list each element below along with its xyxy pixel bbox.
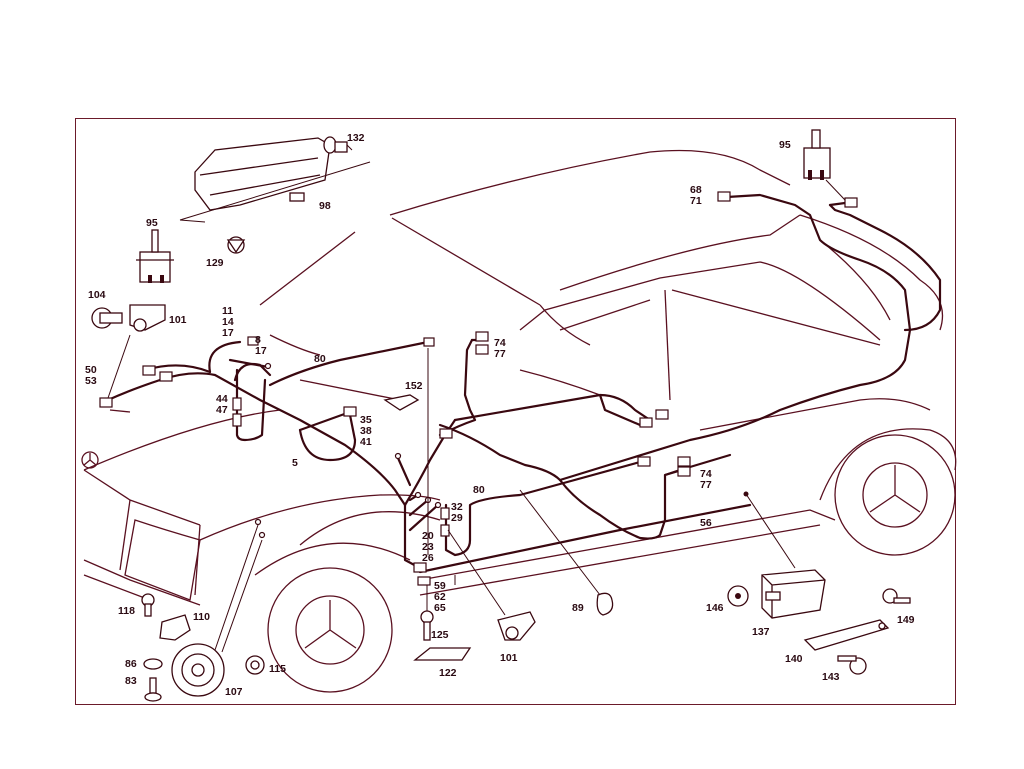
label-38: 38: [360, 425, 372, 437]
label-44: 44: [216, 393, 228, 405]
label-140: 140: [785, 653, 803, 665]
bolt-143: [837, 655, 867, 675]
screw-83: [144, 677, 162, 702]
label-53: 53: [85, 375, 97, 387]
label-146: 146: [706, 602, 724, 614]
label-26: 26: [422, 552, 434, 564]
label-95-left: 95: [146, 217, 158, 229]
components: [91, 129, 911, 702]
label-107: 107: [225, 686, 243, 698]
label-71: 71: [690, 195, 702, 207]
connector-104: [91, 307, 123, 329]
label-95-right: 95: [779, 139, 791, 151]
label-32: 32: [451, 501, 463, 513]
bolt-125: [420, 600, 434, 641]
bracket-122: [413, 647, 472, 661]
label-29: 29: [451, 512, 463, 524]
label-80-mid: 80: [473, 484, 485, 496]
switch-95-left: [136, 229, 174, 283]
label-41: 41: [360, 436, 372, 448]
label-115: 115: [269, 663, 286, 675]
control-module-98: [179, 137, 371, 223]
label-14: 14: [222, 316, 234, 328]
label-8: 8: [255, 334, 261, 346]
bulb-132: [323, 136, 353, 154]
label-86: 86: [125, 658, 137, 670]
screw-118: [141, 593, 155, 617]
module-137: [745, 493, 826, 619]
label-132: 132: [347, 132, 365, 144]
bracket-101-left: [129, 304, 166, 332]
label-11: 11: [222, 305, 233, 317]
label-74-bottom: 74: [700, 468, 712, 480]
label-77-top: 77: [494, 348, 506, 360]
label-143: 143: [822, 671, 840, 683]
bracket-110: [159, 614, 191, 641]
nut-115: [245, 655, 265, 675]
label-68: 68: [690, 184, 702, 196]
label-23: 23: [422, 541, 434, 553]
label-149: 149: [897, 614, 915, 626]
label-80-top: 80: [314, 353, 326, 365]
label-59: 59: [434, 580, 446, 592]
clamp-89: [519, 489, 614, 616]
bracket-140: [803, 619, 890, 651]
grommet-146: [727, 585, 749, 607]
horn-107: [171, 524, 263, 697]
car-body-outline: [81, 149, 957, 693]
label-56: 56: [700, 517, 712, 529]
label-50: 50: [85, 364, 97, 376]
clip-129: [226, 236, 246, 254]
label-137: 137: [752, 626, 770, 638]
label-101-center: 101: [500, 652, 518, 664]
bracket-101-center: [447, 529, 536, 641]
label-47: 47: [216, 404, 228, 416]
label-17-a: 17: [222, 327, 234, 339]
label-62: 62: [434, 591, 446, 603]
label-104: 104: [88, 289, 106, 301]
label-118: 118: [118, 605, 135, 617]
label-5: 5: [292, 457, 298, 469]
switch-95-right: [803, 129, 846, 201]
washer-86: [143, 658, 163, 670]
clip-152: [383, 394, 420, 411]
label-89: 89: [572, 602, 584, 614]
label-20: 20: [422, 530, 434, 542]
label-152: 152: [405, 380, 423, 392]
label-122: 122: [439, 667, 457, 679]
diagram-frame: [75, 118, 956, 705]
label-98: 98: [319, 200, 331, 212]
label-101-left: 101: [169, 314, 187, 326]
label-35: 35: [360, 414, 372, 426]
label-83: 83: [125, 675, 137, 687]
part-labels: 132 98 95 129 104 101 11 14 17 8 17 80 5…: [85, 132, 915, 698]
label-65: 65: [434, 602, 446, 614]
label-17-b: 17: [255, 345, 267, 357]
label-129: 129: [206, 257, 224, 269]
label-77-bottom: 77: [700, 479, 712, 491]
bolt-149: [882, 588, 911, 604]
label-74-top: 74: [494, 337, 506, 349]
connectors: [99, 191, 858, 586]
label-leaders: [107, 334, 456, 600]
label-125: 125: [431, 629, 449, 641]
label-110: 110: [193, 611, 210, 623]
